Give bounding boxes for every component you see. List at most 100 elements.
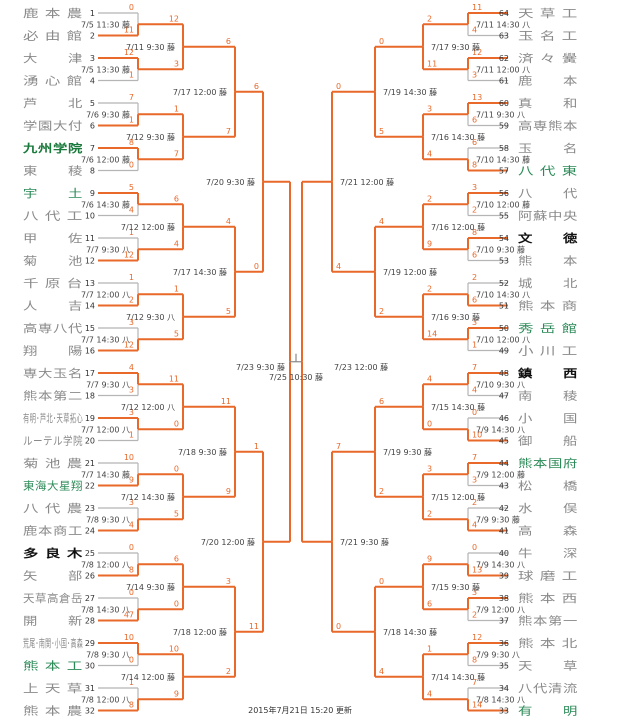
match-time: 7/15 9:30 藤 bbox=[431, 582, 480, 592]
match-time: 7/23 12:00 藤 bbox=[334, 362, 388, 372]
score: 1 bbox=[174, 104, 179, 113]
score: 6 bbox=[427, 599, 432, 608]
score: 7 bbox=[472, 363, 477, 372]
team-number: 55 bbox=[499, 212, 509, 221]
team-number: 18 bbox=[85, 392, 95, 401]
team-name: 翔 陽 bbox=[23, 344, 83, 358]
team-number: 13 bbox=[85, 279, 95, 288]
score: 0 bbox=[427, 419, 432, 428]
team-number: 33 bbox=[499, 707, 509, 716]
team-name: 八 代 農 bbox=[23, 501, 83, 515]
team-name: 熊 本 北 bbox=[518, 636, 578, 650]
score: 5 bbox=[226, 307, 231, 316]
score: 4 bbox=[379, 667, 384, 676]
team-number: 63 bbox=[499, 32, 509, 41]
team-number: 29 bbox=[85, 639, 95, 648]
match-time: 7/12 12:00 藤 bbox=[121, 222, 175, 232]
match-time: 7/10 9:30 藤 bbox=[476, 244, 525, 254]
score: 2 bbox=[472, 498, 477, 507]
score: 0 bbox=[129, 543, 134, 552]
match-time: 7/8 9:30 八 bbox=[86, 650, 130, 659]
match-time: 7/8 14:30 八 bbox=[476, 695, 525, 704]
team-name: 熊本第二 bbox=[23, 389, 83, 403]
score: 6 bbox=[174, 554, 179, 563]
team-name: 御 船 bbox=[518, 434, 578, 448]
team-name: 宇 土 bbox=[23, 187, 83, 200]
score: 0 bbox=[129, 161, 134, 170]
match-time: 7/16 9:30 藤 bbox=[431, 312, 480, 322]
team-number: 54 bbox=[499, 234, 509, 243]
team-number: 10 bbox=[85, 212, 95, 221]
team-number: 37 bbox=[499, 617, 509, 626]
score: 2 bbox=[427, 14, 432, 23]
score: 0 bbox=[174, 419, 179, 428]
score: 8 bbox=[472, 228, 477, 237]
team-name: 秀 岳 館 bbox=[518, 321, 578, 335]
team-name: 多 良 木 bbox=[23, 546, 84, 560]
score: 10 bbox=[472, 431, 482, 440]
score: 1 bbox=[472, 341, 477, 350]
team-name: 小 川 工 bbox=[518, 345, 578, 358]
match-time: 7/12 9:30 藤 bbox=[126, 132, 175, 142]
match-time: 7/10 12:00 藤 bbox=[476, 199, 530, 209]
score: 0 bbox=[129, 3, 134, 12]
score: 7 bbox=[226, 127, 231, 136]
team-number: 39 bbox=[499, 572, 509, 581]
team-name: 甲 佐 bbox=[23, 231, 83, 245]
team-name: 玉 名 bbox=[518, 141, 578, 155]
team-number: 36 bbox=[499, 639, 509, 648]
match-time: 7/14 14:30 藤 bbox=[431, 672, 485, 682]
match-time: 7/7 12:00 八 bbox=[81, 425, 130, 434]
score: 2 bbox=[427, 284, 432, 293]
team-name: 天 草 bbox=[518, 660, 578, 673]
team-number: 59 bbox=[499, 122, 509, 131]
match-time: 7/19 14:30 藤 bbox=[383, 87, 437, 97]
match-time: 7/10 12:00 八 bbox=[476, 335, 530, 344]
match-time: 7/17 9:30 藤 bbox=[431, 42, 480, 52]
team-name: 阿蘇中央 bbox=[518, 210, 578, 223]
score: 8 bbox=[129, 566, 134, 575]
team-number: 62 bbox=[499, 54, 509, 63]
team-number: 4 bbox=[90, 77, 95, 86]
team-number: 56 bbox=[499, 189, 509, 198]
team-number: 61 bbox=[499, 77, 509, 86]
team-name: 牛 深 bbox=[518, 546, 578, 560]
match-time: 7/14 12:00 藤 bbox=[121, 672, 175, 682]
match-time: 7/7 14:30 八 bbox=[81, 335, 130, 344]
score: 14 bbox=[427, 329, 437, 338]
score: 4 bbox=[472, 521, 477, 530]
score: 4 bbox=[129, 521, 134, 530]
score: 3 bbox=[472, 318, 477, 327]
final-time: 7/25 10:30 藤 bbox=[269, 372, 323, 382]
team-number: 34 bbox=[499, 684, 509, 693]
team-number: 30 bbox=[85, 662, 95, 671]
score: 6 bbox=[472, 296, 477, 305]
score: 6 bbox=[254, 82, 259, 91]
team-number: 16 bbox=[85, 347, 95, 356]
score: 0 bbox=[336, 622, 341, 631]
score: 4 bbox=[427, 689, 432, 698]
score: 11 bbox=[221, 397, 231, 406]
score: 11 bbox=[169, 374, 179, 383]
score: 9 bbox=[427, 554, 432, 563]
team-name: 鹿 本 bbox=[518, 74, 578, 88]
score: 9 bbox=[226, 487, 231, 496]
team-name: 水 俣 bbox=[518, 501, 578, 515]
team-name: 千 原 台 bbox=[23, 276, 83, 290]
score: 3 bbox=[427, 464, 432, 473]
score: 14 bbox=[472, 701, 482, 710]
team-name: 菊 池 bbox=[23, 255, 83, 268]
team-number: 45 bbox=[499, 437, 509, 446]
match-time: 7/12 9:30 八 bbox=[126, 313, 175, 322]
team-number: 26 bbox=[85, 572, 95, 581]
score: 4 bbox=[379, 217, 384, 226]
match-time: 7/11 14:30 八 bbox=[476, 20, 530, 29]
match-time: 7/8 9:30 八 bbox=[86, 515, 130, 524]
team-number: 21 bbox=[85, 459, 95, 468]
score: 1 bbox=[427, 644, 432, 653]
score: 3 bbox=[129, 386, 134, 395]
match-time: 7/9 14:30 八 bbox=[476, 425, 525, 434]
team-number: 31 bbox=[85, 684, 95, 693]
score: 13 bbox=[472, 93, 482, 102]
